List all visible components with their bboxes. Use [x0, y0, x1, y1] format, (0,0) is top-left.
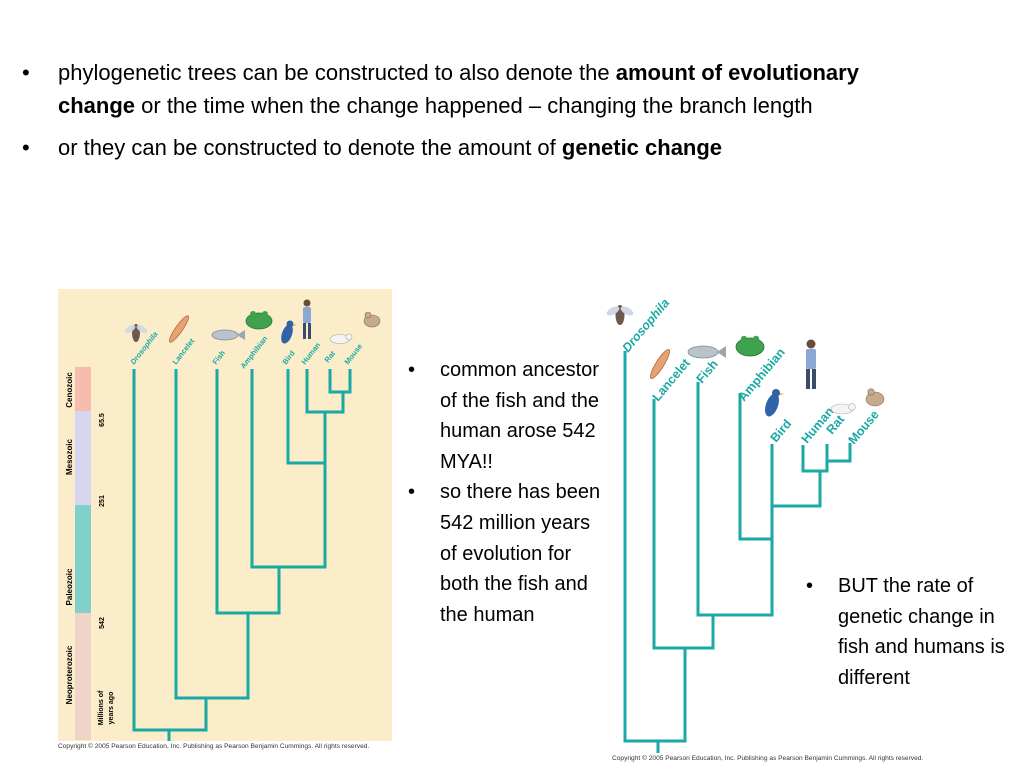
human-icon — [806, 339, 816, 389]
axis-label-line2: years ago — [108, 692, 115, 725]
era-label-neoproterozoic: Neoproterozoic — [65, 645, 74, 704]
frog-icon — [735, 335, 765, 357]
axis-label-line1: Millions of — [98, 690, 105, 725]
rat-icon — [830, 403, 856, 415]
frog-icon — [245, 311, 273, 330]
time-mark-65: 65.5 — [99, 413, 106, 427]
right-bullet-list: BUT the rate of genetic change in fish a… — [806, 571, 1006, 693]
mouse-icon — [865, 388, 885, 407]
left-panel-background — [58, 289, 392, 741]
time-mark-542: 542 — [99, 617, 106, 629]
fish-icon — [211, 329, 245, 341]
bird-icon — [765, 389, 784, 417]
rat-icon — [329, 333, 353, 344]
lancelet-icon — [649, 349, 671, 379]
fish-icon — [687, 345, 726, 359]
right-taxon-label-fish: Fish — [694, 357, 721, 386]
fly-icon — [606, 305, 634, 325]
fly-icon — [124, 324, 148, 342]
mouse-icon — [363, 311, 381, 328]
human-icon — [303, 299, 311, 339]
top-bullet-1: phylogenetic trees can be constructed to… — [22, 56, 922, 122]
era-label-paleozoic: Paleozoic — [65, 568, 74, 605]
bullet-bold-text: genetic change — [561, 135, 723, 160]
top-bullet-list: phylogenetic trees can be constructed to… — [22, 56, 922, 173]
right-taxon-label-bird: Bird — [768, 417, 795, 445]
era-bar-paleozoic — [75, 505, 91, 613]
era-bar-mesozoic — [75, 411, 91, 505]
right-tree-branches — [623, 351, 852, 753]
middle-bullet-2: so there has been 542 million years of e… — [408, 477, 608, 630]
right-bullet-1: BUT the rate of genetic change in fish a… — [806, 571, 1006, 693]
left-tree-branches — [132, 369, 352, 741]
bullet-bold-text: amount of evolutionary change — [58, 60, 859, 118]
left-phylogenetic-tree-figure: Cenozoic Mesozoic Paleozoic Neoproterozo… — [58, 289, 392, 741]
era-label-cenozoic: Cenozoic — [65, 372, 74, 408]
top-bullet-2: or they can be constructed to denote the… — [22, 131, 922, 164]
right-figure-copyright: Copyright © 2005 Pearson Education, Inc.… — [612, 755, 924, 762]
bullet-text: phylogenetic trees can be constructed to… — [58, 60, 616, 85]
era-bar-cenozoic — [75, 367, 91, 411]
right-taxon-label-mouse: Mouse — [846, 408, 882, 447]
middle-bullet-list: common ancestor of the fish and the huma… — [408, 355, 608, 630]
bullet-text: or the time when the change happened – c… — [135, 93, 813, 118]
era-label-mesozoic: Mesozoic — [65, 438, 74, 475]
left-figure-copyright: Copyright © 2005 Pearson Education, Inc.… — [58, 743, 370, 750]
lancelet-icon — [168, 315, 190, 343]
era-bar-neoproterozoic — [75, 613, 91, 740]
right-phylogenetic-tree-figure: Drosophila Lancelet Fish Amphibian Bird … — [606, 296, 885, 753]
middle-bullet-1: common ancestor of the fish and the huma… — [408, 355, 608, 477]
time-mark-251: 251 — [99, 495, 106, 507]
bullet-text: or they can be constructed to denote the… — [58, 135, 562, 160]
right-taxon-label-drosophila: Drosophila — [620, 296, 673, 355]
bird-icon — [281, 320, 297, 344]
